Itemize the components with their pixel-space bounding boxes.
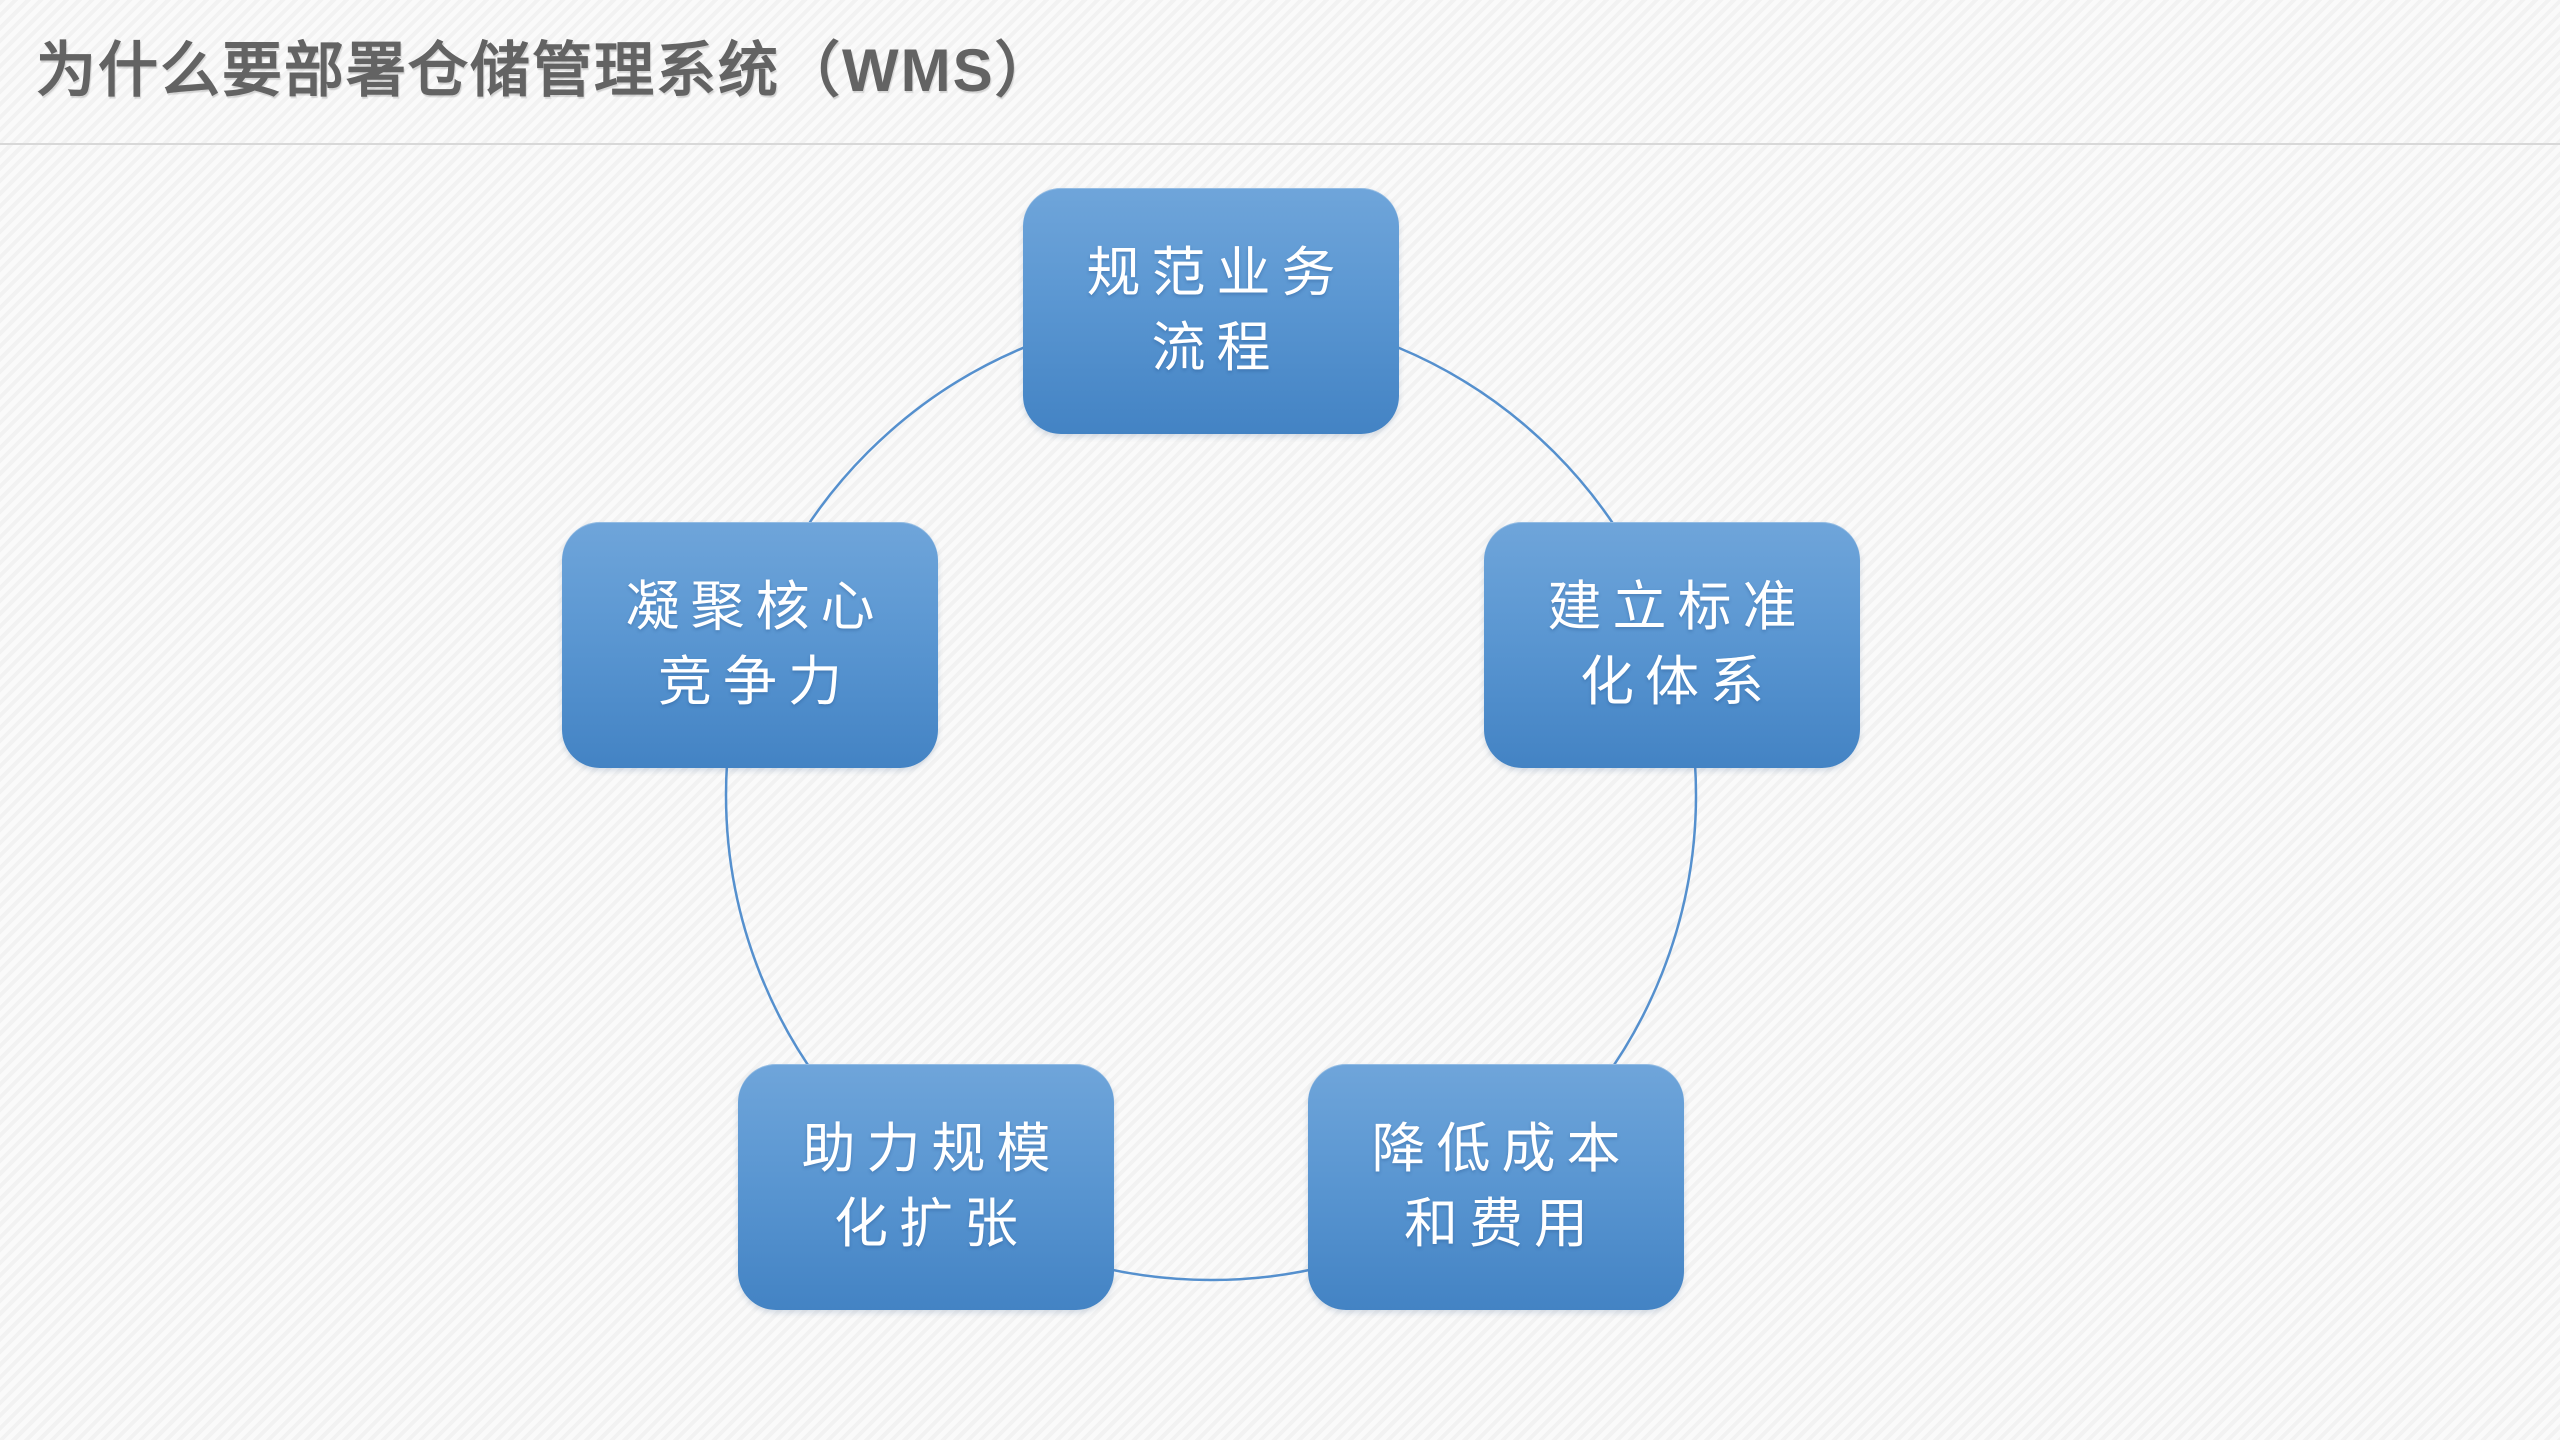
- node-label-line: 降低成本: [1371, 1119, 1632, 1179]
- wms-cycle-diagram: 规范业务 流程 建立标准 化体系 降低成本 和费用 助力规模 化扩张 凝聚核心 …: [0, 144, 2560, 1440]
- node-label-line: 和费用: [1404, 1194, 1599, 1254]
- node-standardize-business-process: 规范业务 流程: [1023, 188, 1399, 434]
- node-label-line: 凝聚核心: [625, 577, 886, 637]
- node-label-line: 助力规模: [801, 1119, 1062, 1179]
- slide-title: 为什么要部署仓储管理系统（WMS）: [36, 37, 1057, 104]
- node-label-line: 化扩张: [834, 1194, 1029, 1254]
- node-reduce-costs-and-expenses: 降低成本 和费用: [1308, 1064, 1684, 1310]
- node-establish-standardization-system: 建立标准 化体系: [1484, 522, 1860, 768]
- title-divider: [0, 143, 2560, 145]
- node-label-line: 竞争力: [658, 652, 853, 712]
- node-label-line: 化体系: [1580, 652, 1775, 712]
- node-support-scaled-expansion: 助力规模 化扩张: [738, 1064, 1114, 1310]
- node-label-line: 建立标准: [1547, 577, 1808, 637]
- node-label-line: 规范业务: [1086, 243, 1347, 303]
- node-label-line: 流程: [1151, 318, 1282, 378]
- node-build-core-competitiveness: 凝聚核心 竞争力: [562, 522, 938, 768]
